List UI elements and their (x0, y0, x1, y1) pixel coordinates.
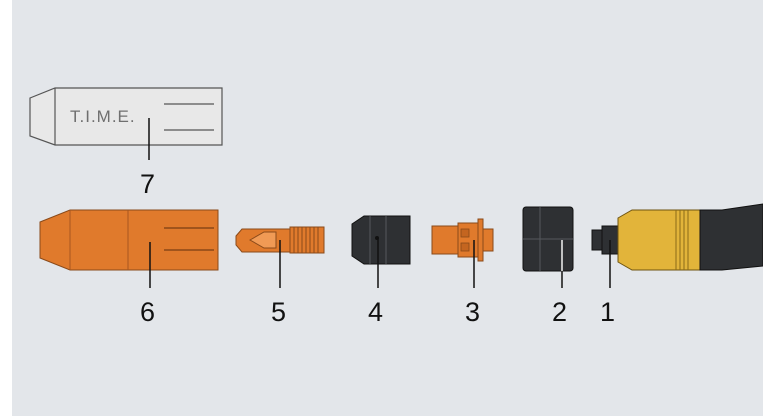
part-6-orange-sleeve (39, 209, 219, 288)
part-number-5: 5 (271, 297, 286, 327)
part-1-cable (591, 203, 763, 288)
brand-text: T.I.M.E. (70, 107, 136, 126)
part-4-chuck (351, 215, 411, 288)
part-number-2: 2 (552, 297, 567, 327)
diagram-background (12, 0, 763, 416)
part-number-1: 1 (600, 297, 615, 327)
part-number-7: 7 (140, 169, 155, 199)
part-5-collet (235, 226, 325, 288)
part-2-locking-ring (522, 206, 574, 288)
part-number-3: 3 (465, 297, 480, 327)
part-number-6: 6 (140, 297, 155, 327)
part-3-contact-insert (431, 218, 494, 288)
part-number-4: 4 (368, 297, 383, 327)
part-7-grey-sleeve: T.I.M.E. (29, 87, 223, 160)
